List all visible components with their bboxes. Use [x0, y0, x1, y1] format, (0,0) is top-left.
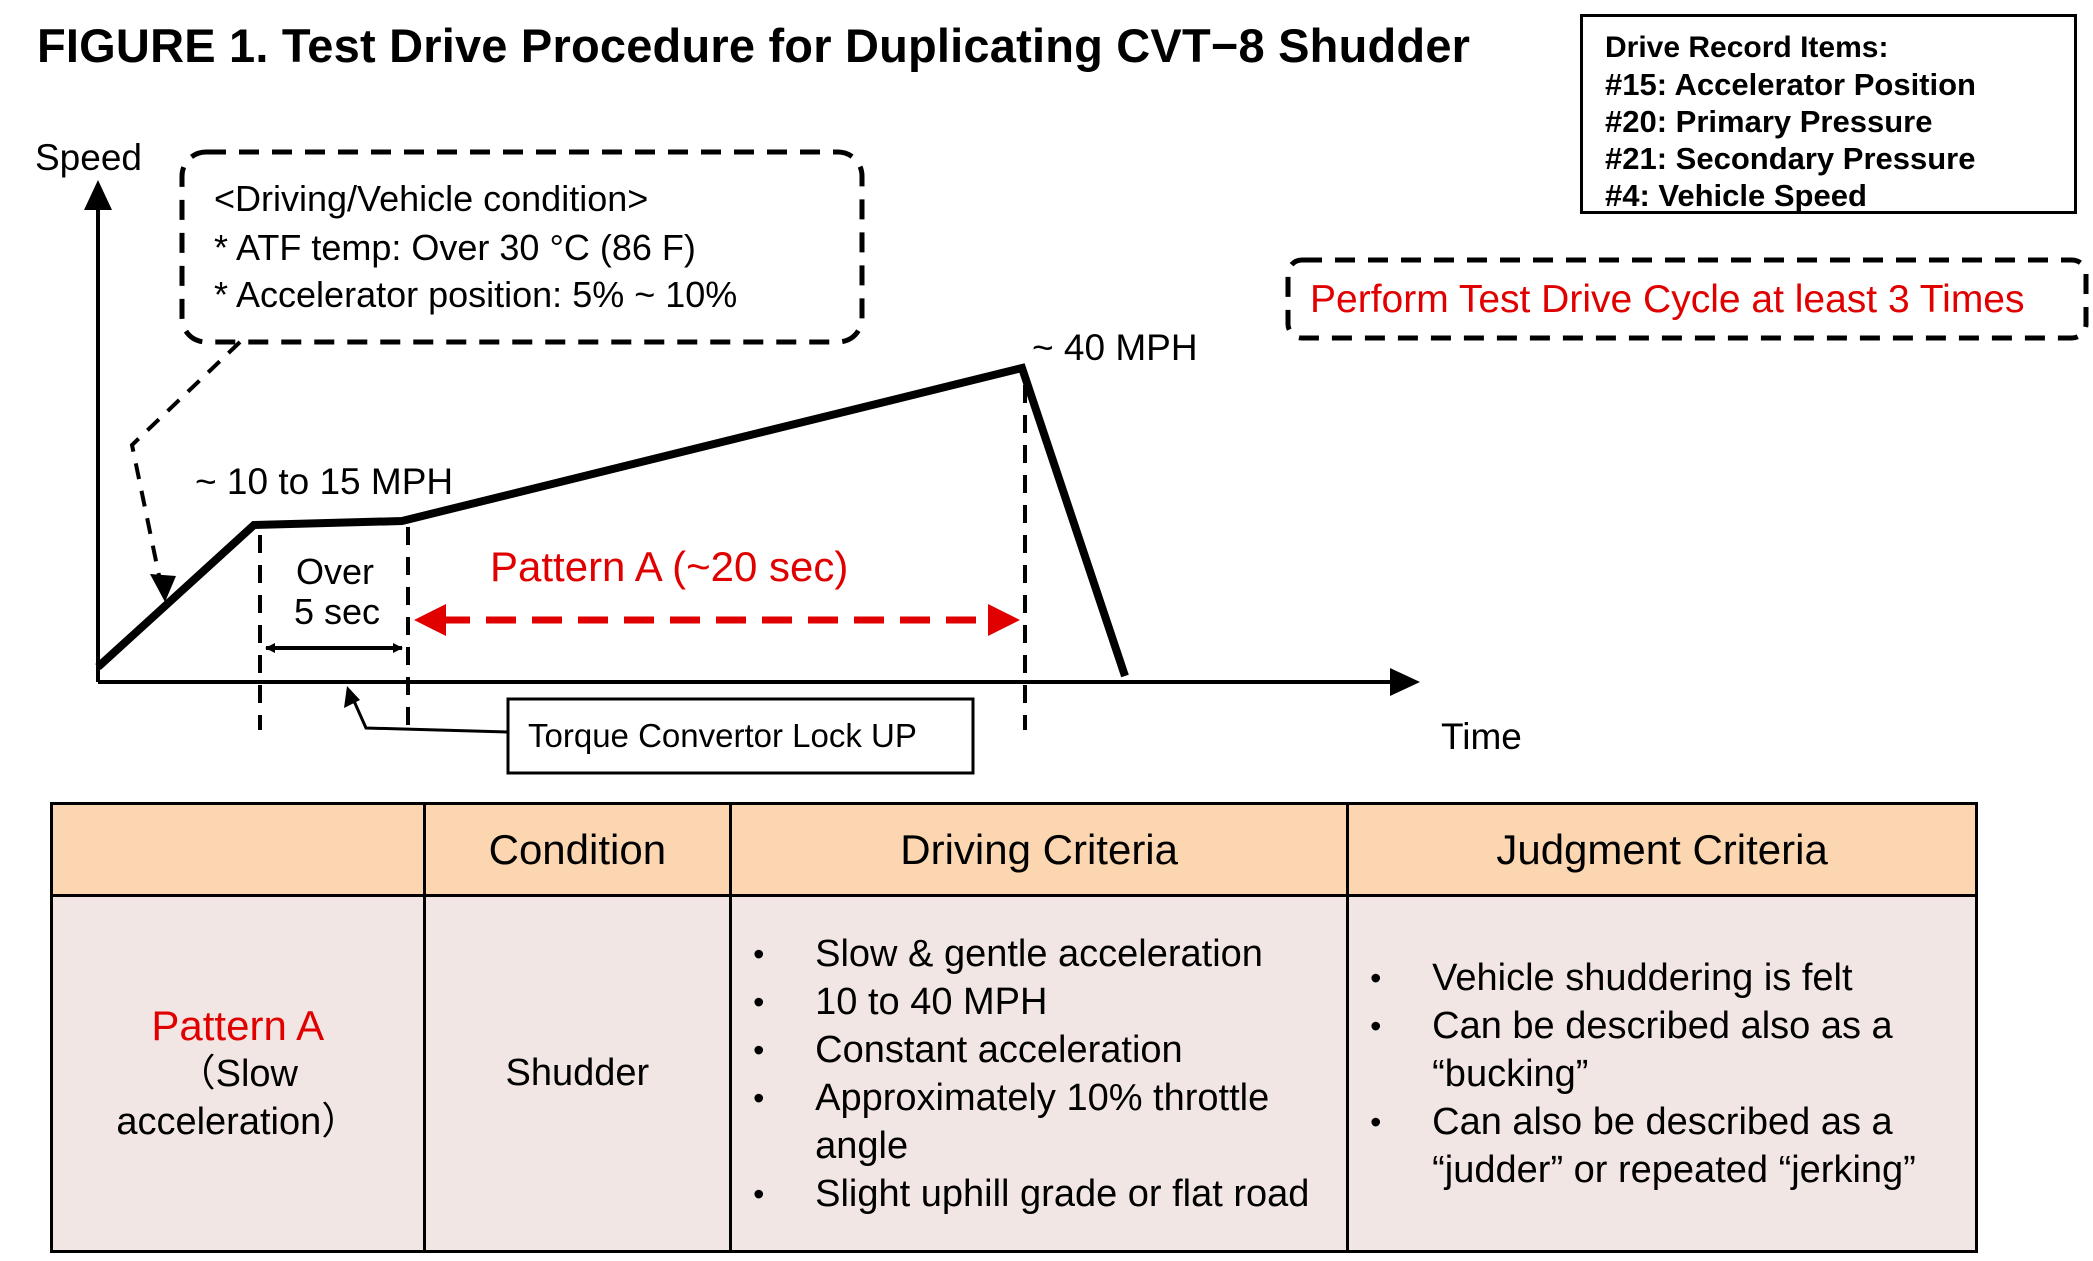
judgment-criteria-cell: Vehicle shuddering is felt Can be descri… — [1346, 894, 1978, 1253]
pattern-a-right-arrow-icon — [988, 604, 1020, 636]
drive-record-box: Drive Record Items: #15: Accelerator Pos… — [1580, 14, 2077, 214]
condition-accelerator: * Accelerator position: 5% ~ 10% — [214, 274, 737, 315]
table-row: Pattern A （Slow acceleration） Shudder Sl… — [50, 894, 1978, 1253]
condition-heading: <Driving/Vehicle condition> — [214, 178, 648, 219]
speed-profile-line — [95, 363, 1129, 678]
figure-title: FIGURE 1. Test Drive Procedure for Dupli… — [37, 19, 1471, 72]
condition-box — [179, 149, 865, 345]
over-label: Over — [296, 551, 374, 592]
y-axis-arrow-icon — [84, 180, 112, 210]
list-item: Can be described also as a “bucking” — [1350, 1002, 1964, 1098]
pattern-subtitle: （Slow — [177, 1052, 298, 1095]
criteria-table: Condition Driving Criteria Judgment Crit… — [50, 802, 1978, 1253]
pattern-subtitle: acceleration） — [116, 1100, 360, 1143]
judgment-criteria-list: Vehicle shuddering is felt Can be descri… — [1350, 948, 1974, 1200]
x-axis-label: Time — [1441, 716, 1522, 757]
table-header-cell — [50, 802, 426, 897]
condition-leader-line — [129, 340, 242, 591]
high-speed-label: ~ 40 MPH — [1032, 327, 1198, 368]
table-header-cell: Judgment Criteria — [1346, 802, 1978, 897]
notice-text: Perform Test Drive Cycle at least 3 Time… — [1310, 278, 2025, 321]
x-axis-arrow-icon — [1390, 668, 1420, 696]
list-item: 10 to 40 MPH — [733, 978, 1335, 1026]
pattern-a-label: Pattern A (~20 sec) — [490, 543, 848, 590]
table-header-cell: Condition — [422, 802, 733, 897]
table-header-row: Condition Driving Criteria Judgment Crit… — [50, 802, 1978, 897]
drive-record-item: #4: Vehicle Speed — [1605, 178, 1867, 213]
y-axis-label: Speed — [35, 137, 142, 178]
list-item: Vehicle shuddering is felt — [1350, 954, 1964, 1002]
low-speed-label: ~ 10 to 15 MPH — [195, 461, 453, 502]
condition-leader-arrow-icon — [150, 574, 176, 602]
list-item: Can also be described as a “judder” or r… — [1350, 1098, 1964, 1194]
drive-record-item: #21: Secondary Pressure — [1605, 141, 1976, 176]
lockup-leader-arrow-icon — [344, 686, 360, 708]
lockup-box — [506, 697, 975, 775]
list-item: Slow & gentle acceleration — [733, 930, 1335, 978]
pattern-a-left-arrow-icon — [414, 604, 446, 636]
pattern-cell: Pattern A （Slow acceleration） — [50, 894, 426, 1253]
pattern-name: Pattern A — [151, 1001, 325, 1049]
over-duration-label: 5 sec — [294, 591, 380, 632]
list-item: Slight uphill grade or flat road — [733, 1170, 1335, 1218]
speed-time-diagram: Perform Test Drive Cycle at least 3 Time… — [35, 137, 2089, 775]
drive-record-item: #20: Primary Pressure — [1605, 104, 1933, 139]
driving-criteria-list: Slow & gentle acceleration 10 to 40 MPH … — [733, 924, 1345, 1224]
table-header-cell: Driving Criteria — [729, 802, 1350, 897]
list-item: Approximately 10% throttle angle — [733, 1074, 1335, 1170]
condition-cell: Shudder — [422, 894, 733, 1253]
driving-criteria-cell: Slow & gentle acceleration 10 to 40 MPH … — [729, 894, 1350, 1253]
drive-record-item: #15: Accelerator Position — [1605, 67, 1976, 102]
list-item: Constant acceleration — [733, 1026, 1335, 1074]
drive-record-title: Drive Record Items: — [1605, 31, 1889, 64]
condition-atf-temp: * ATF temp: Over 30 °C (86 F) — [214, 227, 696, 268]
lockup-leader-line — [348, 691, 509, 734]
lockup-label: Torque Convertor Lock UP — [528, 717, 917, 754]
